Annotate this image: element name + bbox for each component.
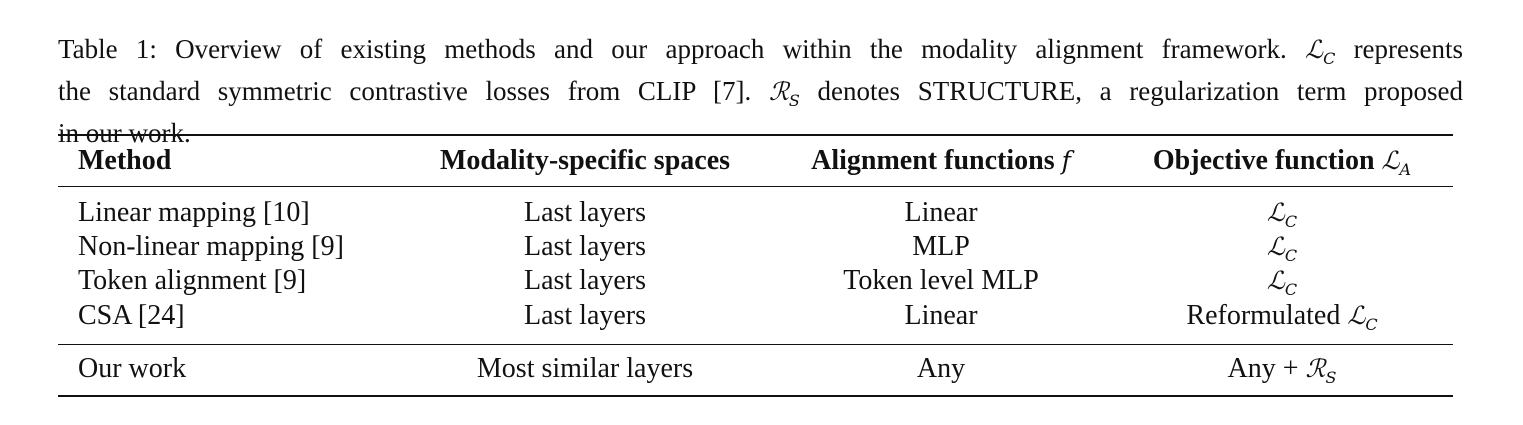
row-objective: Reformulated ℒC: [1186, 300, 1378, 334]
row-objective: ℒC: [1266, 198, 1298, 231]
row-alignment: Linear: [904, 300, 978, 331]
row-method: Our work: [78, 353, 187, 384]
header-method: Method: [78, 145, 172, 176]
table-caption: Table 1: Overview of existing methods an…: [58, 33, 1463, 149]
row-alignment: Token level MLP: [843, 265, 1039, 296]
row-objective: ℒC: [1266, 232, 1298, 265]
lc-symbol: ℒC: [1305, 35, 1336, 68]
row-alignment: Any: [916, 353, 966, 384]
caption-line-2: the standard symmetric contrastive losse…: [58, 76, 1463, 110]
row-spaces: Most similar layers: [476, 353, 694, 384]
table-top-rule: [58, 134, 1453, 136]
row-method: CSA [24]: [78, 300, 185, 331]
row-spaces: Last layers: [523, 231, 647, 262]
row-alignment: MLP: [912, 231, 970, 262]
header-spaces: Modality-specific spaces: [439, 145, 731, 176]
row-method: Non-linear mapping [9]: [78, 231, 344, 262]
table-group-rule: [58, 344, 1453, 345]
rs-symbol: ℛS: [768, 77, 800, 110]
row-method: Linear mapping [10]: [78, 197, 310, 228]
row-objective: Any + ℛS: [1227, 353, 1337, 387]
header-objective: Objective function ℒA: [1152, 145, 1412, 179]
table-header-rule: [58, 186, 1453, 187]
row-method: Token alignment [9]: [78, 265, 307, 296]
row-spaces: Last layers: [523, 300, 647, 331]
row-spaces: Last layers: [523, 265, 647, 296]
table-bottom-rule: [58, 395, 1453, 397]
row-objective: ℒC: [1266, 266, 1298, 299]
row-alignment: Linear: [904, 197, 978, 228]
caption-line-3: in our work.: [58, 118, 191, 148]
row-spaces: Last layers: [523, 197, 647, 228]
header-alignment: Alignment functions f: [811, 145, 1071, 176]
caption-line-1: Table 1: Overview of existing methods an…: [58, 34, 1464, 68]
